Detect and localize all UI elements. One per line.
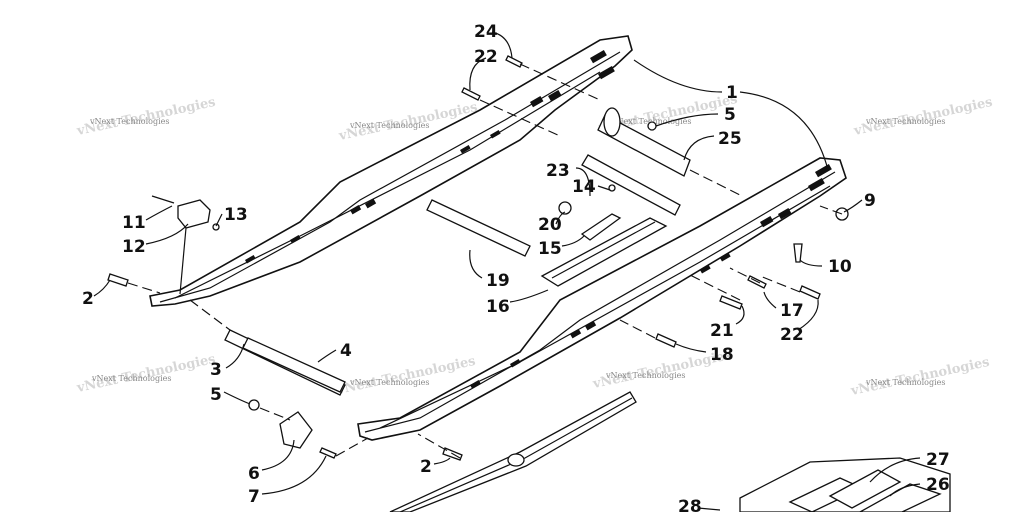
callout-4: 4	[340, 341, 352, 361]
nut-13	[212, 223, 220, 231]
watermark-ghost: vNext Technologies	[849, 355, 991, 399]
bolt-11	[151, 195, 175, 204]
callout-17: 17	[780, 301, 804, 321]
watermark-text: vNext Technologies	[605, 371, 685, 380]
nut-20	[558, 201, 572, 215]
callout-5b: 5	[210, 385, 222, 405]
callout-10: 10	[828, 257, 852, 277]
watermark-text: vNext Technologies	[865, 378, 945, 387]
rear-axle-25	[597, 114, 691, 177]
callout-5: 5	[724, 105, 736, 125]
callout-6: 6	[248, 464, 260, 484]
watermark-text: vNext Technologies	[865, 117, 945, 126]
callout-18: 18	[710, 345, 734, 365]
callout-16: 16	[486, 297, 510, 317]
callout-9: 9	[864, 191, 876, 211]
bolt-18	[655, 333, 677, 348]
bolt-22	[461, 87, 481, 101]
axle-flange-5	[603, 107, 621, 137]
cross-shafts	[224, 107, 691, 396]
bolt-14	[608, 184, 616, 192]
bracket-12	[177, 199, 211, 229]
slide-block-16	[540, 217, 668, 287]
cross-shaft-19	[426, 199, 531, 257]
callout-27: 27	[926, 450, 950, 470]
callout-2b: 2	[420, 457, 432, 477]
callout-13: 13	[224, 205, 248, 225]
bracket-15	[580, 213, 622, 241]
wheel-6	[279, 411, 313, 449]
callout-23: 23	[546, 161, 570, 181]
callout-24: 24	[474, 22, 498, 42]
bolt-7	[319, 447, 337, 459]
callout-11: 11	[122, 213, 146, 233]
cross-shaft-23	[581, 154, 681, 216]
callout-2: 2	[82, 289, 94, 309]
bolt-2	[107, 273, 129, 287]
bolt-21	[719, 295, 743, 310]
explode-lines	[127, 63, 843, 459]
watermark-text: vNext Technologies	[91, 374, 171, 383]
slide-block-assembly	[540, 184, 668, 287]
callout-25: 25	[718, 129, 742, 149]
bolt-10	[793, 243, 803, 263]
callout-22b: 22	[780, 325, 804, 345]
watermark-text: vNext Technologies	[89, 117, 169, 126]
callout-22: 22	[474, 47, 498, 67]
rail-right	[357, 157, 847, 441]
leader-lines	[93, 31, 921, 511]
track-section	[739, 457, 951, 512]
callout-19: 19	[486, 271, 510, 291]
watermark-text: vNext Technologies	[349, 378, 429, 387]
rail-left-holes	[244, 50, 615, 264]
shock-4	[242, 337, 346, 393]
callout-labels: 24 22 1 5 25 23 14 9 20 15 13 11 12 10 1…	[82, 22, 950, 512]
callout-14: 14	[572, 177, 596, 197]
nut-5b	[647, 121, 657, 131]
callout-15: 15	[538, 239, 562, 259]
bolt-22b	[799, 285, 821, 300]
callout-7: 7	[248, 487, 260, 507]
callout-20: 20	[538, 215, 562, 235]
bolt-24	[505, 55, 523, 68]
callout-1: 1	[726, 83, 738, 103]
callout-12: 12	[122, 237, 146, 257]
callout-3: 3	[210, 360, 222, 380]
callout-26: 26	[926, 475, 950, 495]
small-parts	[151, 195, 337, 459]
watermark-text: vNext Technologies	[349, 121, 429, 130]
callout-28: 28	[678, 497, 702, 512]
rail-left	[149, 35, 633, 307]
wear-strip	[389, 391, 637, 512]
nut-5	[248, 399, 260, 411]
callout-21: 21	[710, 321, 734, 341]
